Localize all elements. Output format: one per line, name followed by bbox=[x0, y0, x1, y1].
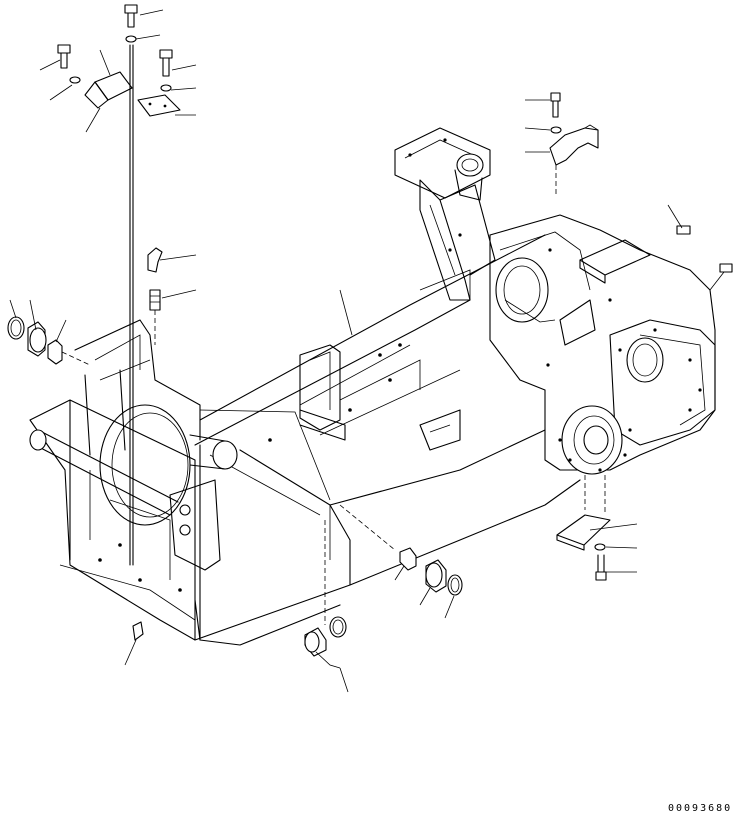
leader-lines bbox=[10, 10, 724, 692]
center-bushings bbox=[133, 505, 462, 656]
top-left-parts bbox=[58, 5, 180, 565]
center-brackets bbox=[300, 345, 460, 450]
front-gearcase bbox=[490, 215, 715, 474]
front-tower bbox=[395, 128, 495, 300]
bottom-cover-assembly bbox=[557, 475, 610, 580]
saddle-cap-assembly bbox=[550, 93, 732, 272]
left-bushings bbox=[8, 317, 90, 365]
main-frame bbox=[30, 235, 580, 645]
drawing-number: 00093680 bbox=[668, 803, 733, 814]
